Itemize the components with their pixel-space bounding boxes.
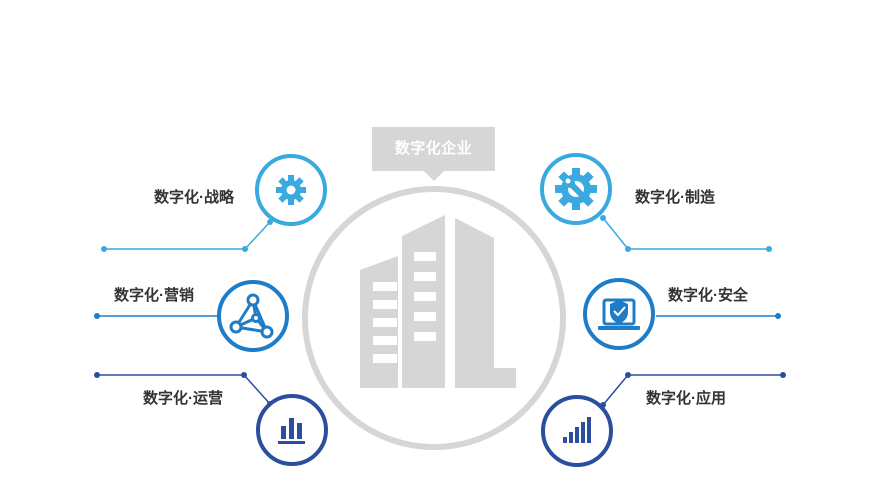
- label-application: 数字化·应用: [646, 390, 726, 407]
- node-application: [541, 372, 786, 467]
- label-strategy: 数字化·战略: [154, 189, 234, 206]
- node-security: [583, 278, 781, 350]
- building-icon: [360, 215, 516, 388]
- node-strategy: [101, 154, 327, 252]
- rising-bars-icon: [563, 417, 591, 443]
- bar-chart-icon: [278, 418, 305, 444]
- label-operations: 数字化·运营: [143, 390, 223, 407]
- label-manufacturing: 数字化·制造: [635, 189, 715, 206]
- node-operations: [94, 372, 328, 466]
- wrench-gear-icon: [555, 168, 597, 210]
- connector-strategy: [104, 221, 271, 250]
- network-icon: [229, 293, 274, 339]
- center-title: 数字化企业: [372, 127, 495, 181]
- label-security: 数字化·安全: [668, 287, 748, 304]
- gear-icon: [276, 175, 306, 205]
- node-marketing: [94, 280, 289, 352]
- shield-laptop-icon: [598, 298, 640, 330]
- label-marketing: 数字化·营销: [114, 287, 194, 304]
- node-manufacturing: [540, 153, 772, 252]
- center-circle: [302, 186, 566, 450]
- connector-manufacturing: [602, 217, 769, 250]
